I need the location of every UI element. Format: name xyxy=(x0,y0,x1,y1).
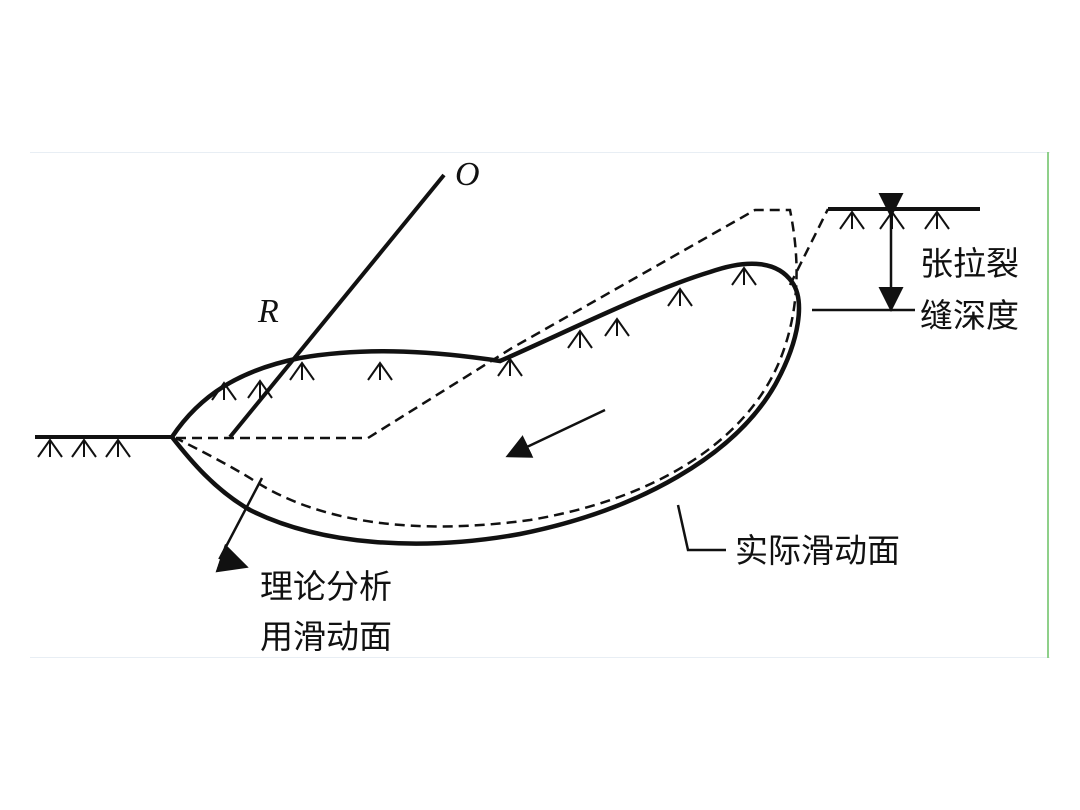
crack-depth-label-2: 缝深度 xyxy=(920,296,1019,335)
theory-slip-leader xyxy=(215,477,264,573)
slide-direction-arrow xyxy=(505,408,606,458)
actual-slip-label: 实际滑动面 xyxy=(735,531,900,570)
theory-slip-label-2: 用滑动面 xyxy=(260,617,392,656)
actual-slip-leader xyxy=(676,504,726,552)
theory-slip-surface-curve xyxy=(175,208,798,528)
center-label: O xyxy=(455,156,480,193)
theory-slip-label-1: 理论分析 xyxy=(260,567,392,606)
tension-crack-dashed xyxy=(788,208,830,286)
actual-slip-surface-curve xyxy=(169,261,802,546)
crack-depth-label-1: 张拉裂 xyxy=(920,244,1019,283)
bottom-border xyxy=(30,657,1050,658)
right-border xyxy=(1047,152,1049,658)
radius-line xyxy=(228,173,446,439)
top-border xyxy=(30,152,1050,153)
ground-hatching xyxy=(37,210,950,458)
radius-label: R xyxy=(257,293,279,330)
